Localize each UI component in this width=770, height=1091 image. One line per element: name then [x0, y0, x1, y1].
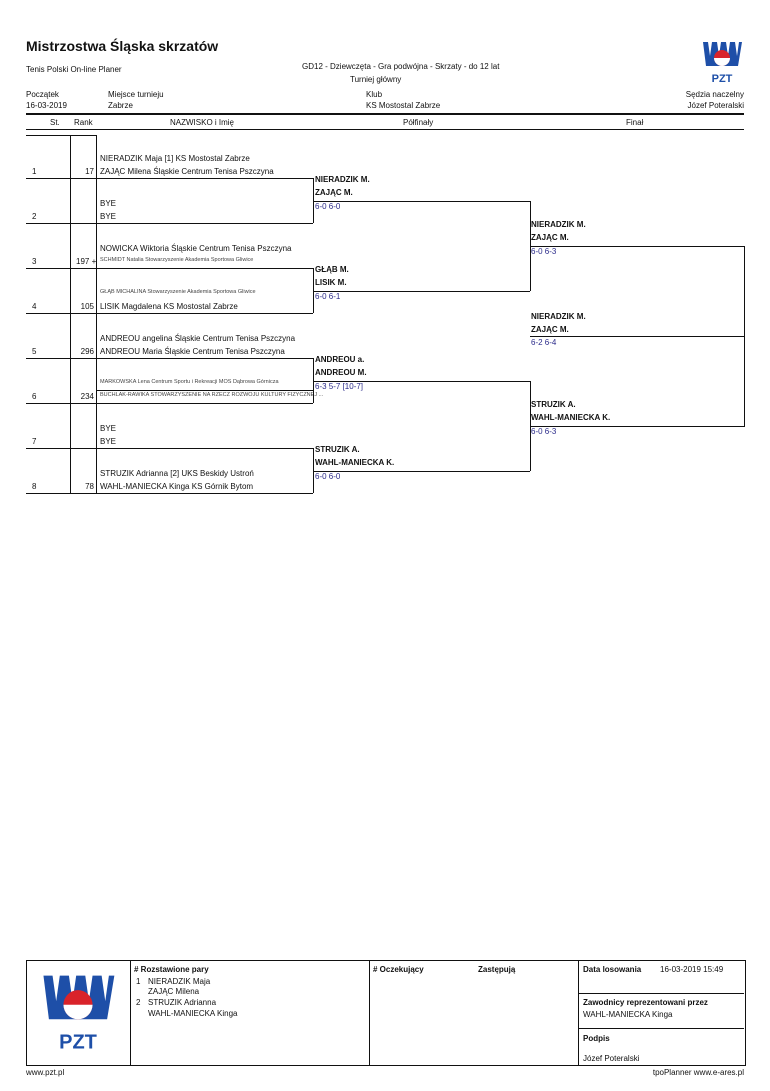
final-score: 6-2 6-4	[531, 338, 557, 347]
pzt-logo-icon: PZT	[703, 42, 742, 85]
semi-player-1: STRUZIK A.	[531, 400, 576, 409]
semi-player-2: ZAJĄC M.	[531, 233, 569, 242]
sign-value: Józef Poteralski	[583, 1054, 640, 1063]
round2-player-2: WAHL-MANIECKA K.	[315, 458, 395, 467]
semi-score: 6-0 6-3	[531, 247, 557, 256]
entry-rank: 296	[80, 347, 94, 356]
entry-player-1: GŁĄB MICHALINA Stowarzyszenie Akademia S…	[100, 289, 256, 295]
replace-label: Zastępują	[478, 965, 516, 974]
seed-2-b: WAHL-MANIECKA Kinga	[148, 1009, 238, 1018]
event-name: GD12 - Dziewczęta - Gra podwójna - Skrza…	[302, 62, 500, 71]
entry-player-2: BYE	[100, 212, 117, 221]
start-label: Początek	[26, 90, 59, 99]
col-semis: Półfinały	[403, 118, 434, 127]
subtitle: Tenis Polski On-line Planer	[26, 65, 122, 74]
draw-type: Turniej główny	[350, 75, 402, 84]
site-left-link[interactable]: www.pzt.pl	[26, 1068, 65, 1077]
entry-player-1: BYE	[100, 199, 117, 208]
round2-player-2: ZAJĄC M.	[315, 188, 353, 197]
page-title: Mistrzostwa Śląska skrzatów	[26, 38, 219, 54]
seed-2-a: STRUZIK Adrianna	[148, 998, 217, 1007]
rep-label: Zawodnicy reprezentowani przez	[583, 998, 708, 1007]
col-final: Finał	[626, 118, 644, 127]
round2-score: 6-0 6-1	[315, 292, 341, 301]
col-rank: Rank	[74, 118, 93, 127]
round2-player-2: LISIK M.	[315, 278, 347, 287]
svg-text:PZT: PZT	[59, 1031, 97, 1053]
semi-player-1: NIERADZIK M.	[531, 220, 586, 229]
entry-player-1: BYE	[100, 424, 117, 433]
entry-player-1: STRUZIK Adrianna [2] UKS Beskidy Ustroń	[100, 469, 254, 478]
final-player-2: ZAJĄC M.	[531, 325, 569, 334]
site-right-link[interactable]: tpoPlanner www.e-ares.pl	[652, 1068, 744, 1077]
pzt-footer-logo-icon: PZT	[43, 975, 115, 1053]
seed-2-num: 2	[136, 998, 141, 1007]
entry-rank: 17	[85, 167, 94, 176]
venue-label: Miejsce turnieju	[108, 90, 164, 99]
entry-player-2: SCHMIDT Natalia Stowarzyszenie Akademia …	[100, 257, 254, 263]
seed-1-b: ZAJĄC Milena	[148, 987, 200, 996]
entry-seed-number: 7	[32, 437, 37, 446]
waiting-label: # Oczekujący	[373, 965, 424, 974]
round2-player-1: GŁĄB M.	[315, 265, 349, 274]
entry-seed-number: 5	[32, 347, 37, 356]
seed-1-a: NIERADZIK Maja	[148, 977, 211, 986]
entry-player-2: ZAJĄC Milena Śląskie Centrum Tenisa Pszc…	[100, 167, 274, 176]
referee-label: Sędzia naczelny	[685, 90, 744, 99]
entry-player-1: MARKOWSKA Lena Centrum Sportu i Rekreacj…	[100, 379, 279, 385]
draw-date-value: 16-03-2019 15:49	[660, 965, 724, 974]
entry-rank: 105	[80, 302, 94, 311]
entry-seed-number: 1	[32, 167, 37, 176]
seed-1-num: 1	[136, 977, 141, 986]
round2-player-2: ANDREOU M.	[315, 368, 367, 377]
semi-player-2: WAHL-MANIECKA K.	[531, 413, 611, 422]
round2-player-1: STRUZIK A.	[315, 445, 360, 454]
entry-player-2: WAHL-MANIECKA Kinga KS Górnik Bytom	[100, 482, 254, 491]
entry-seed-number: 3	[32, 257, 37, 266]
referee-value: Józef Poteralski	[687, 101, 744, 110]
entry-rank: 234	[80, 392, 94, 401]
venue-value: Zabrze	[108, 101, 133, 110]
round2-player-1: ANDREOU a.	[315, 355, 365, 364]
entry-player-2: BUCHLAK-RAWIKA STOWARZYSZENIE NA RZECZ R…	[100, 392, 324, 398]
entry-player-1: NOWICKA Wiktoria Śląskie Centrum Tenisa …	[100, 244, 292, 253]
entry-rank: 197 +	[76, 257, 97, 266]
seeds-label: # Rozstawione pary	[134, 965, 209, 974]
entry-rank: 78	[85, 482, 94, 491]
semi-score: 6-0 6-3	[531, 427, 557, 436]
rep-value: WAHL-MANIECKA Kinga	[583, 1010, 673, 1019]
final-player-1: NIERADZIK M.	[531, 312, 586, 321]
footer-box	[26, 960, 746, 1066]
club-value: KS Mostostal Zabrze	[366, 101, 441, 110]
entry-player-2: BYE	[100, 437, 117, 446]
entry-player-2: LISIK Magdalena KS Mostostal Zabrze	[100, 302, 238, 311]
start-value: 16-03-2019	[26, 101, 67, 110]
entry-player-1: ANDREOU angelina Śląskie Centrum Tenisa …	[100, 334, 296, 343]
round2-score: 6-0 6-0	[315, 202, 341, 211]
draw-date-label: Data losowania	[583, 965, 642, 974]
entry-seed-number: 4	[32, 302, 37, 311]
entry-player-2: ANDREOU Maria Śląskie Centrum Tenisa Psz…	[100, 347, 285, 356]
entry-player-1: NIERADZIK Maja [1] KS Mostostal Zabrze	[100, 154, 250, 163]
col-st: St.	[50, 118, 60, 127]
round2-score: 6-0 6-0	[315, 472, 341, 481]
club-label: Klub	[366, 90, 383, 99]
round2-score: 6-3 5-7 [10-7]	[315, 382, 364, 391]
sign-label: Podpis	[583, 1034, 610, 1043]
entry-seed-number: 2	[32, 212, 37, 221]
entry-seed-number: 6	[32, 392, 37, 401]
entry-seed-number: 8	[32, 482, 37, 491]
round2-player-1: NIERADZIK M.	[315, 175, 370, 184]
col-name: NAZWISKO i Imię	[170, 118, 235, 127]
svg-text:PZT: PZT	[712, 73, 733, 85]
